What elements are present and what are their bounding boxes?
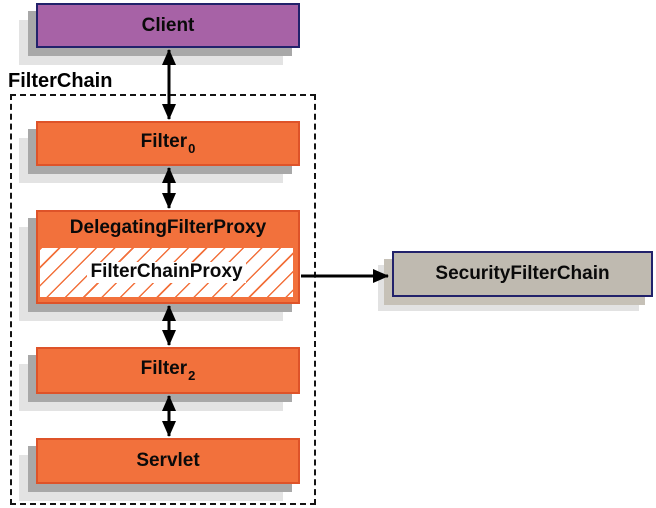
delegating-filter-proxy-label: DelegatingFilterProxy xyxy=(69,217,267,238)
filter2-node-label: Filter2 xyxy=(140,358,196,383)
servlet-node-label: Servlet xyxy=(136,450,200,471)
client-node-label: Client xyxy=(141,14,195,36)
filter2-subscript: 2 xyxy=(188,368,196,383)
filterchain-label: FilterChain xyxy=(8,70,113,92)
security-filter-chain-node: SecurityFilterChain xyxy=(392,251,653,297)
filter-chain-proxy-node: FilterChainProxy xyxy=(40,248,293,297)
filter0-subscript: 0 xyxy=(188,141,196,156)
servlet-node: Servlet xyxy=(36,438,300,484)
filter0-node: Filter0 xyxy=(36,121,300,166)
security-filter-chain-label: SecurityFilterChain xyxy=(435,263,610,284)
filter0-node-label: Filter0 xyxy=(140,131,196,156)
filter2-node: Filter2 xyxy=(36,347,300,394)
filter-chain-proxy-label: FilterChainProxy xyxy=(87,261,246,283)
client-node: Client xyxy=(36,3,300,48)
